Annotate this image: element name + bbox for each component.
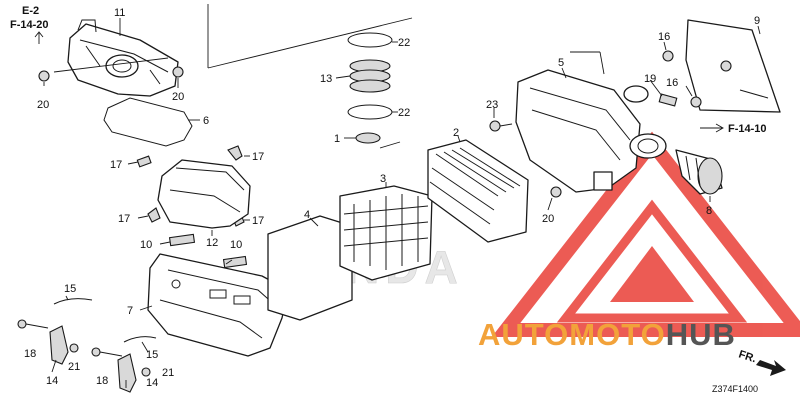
callout-20[interactable]: 20	[542, 213, 554, 225]
part-20-bolt-left[interactable]	[38, 66, 184, 82]
callout-20[interactable]: 20	[37, 99, 49, 111]
part-11-cover[interactable]	[67, 19, 179, 97]
callout-20[interactable]: 20	[172, 91, 184, 103]
callout-23[interactable]: 23	[486, 99, 498, 111]
part-14-clamp[interactable]	[49, 325, 69, 365]
part-9-bracket[interactable]	[685, 19, 781, 113]
callout-17[interactable]: 17	[252, 215, 264, 227]
callout-15[interactable]: 15	[64, 283, 76, 295]
callout-21[interactable]: 21	[68, 361, 80, 373]
callout-19[interactable]: 19	[644, 73, 656, 85]
callout-8[interactable]: 8	[706, 205, 712, 217]
part-17-clip[interactable]	[147, 207, 161, 223]
automotohub-logo-icon	[491, 131, 800, 337]
callout-10[interactable]: 10	[140, 239, 152, 251]
part-10-foam[interactable]	[168, 233, 196, 247]
callout-3[interactable]: 3	[380, 173, 386, 185]
callout-12[interactable]: 12	[206, 237, 218, 249]
part-21-nut[interactable]	[69, 343, 79, 353]
callout-9[interactable]: 9	[754, 15, 760, 27]
callout-22[interactable]: 22	[398, 37, 410, 49]
part-23-bolt[interactable]	[489, 120, 513, 132]
part-5-housing[interactable]	[515, 69, 667, 193]
callout-18[interactable]: 18	[96, 375, 108, 387]
part-4-prefilter[interactable]	[267, 215, 353, 321]
callout-14[interactable]: 14	[46, 375, 58, 387]
part-2-paper-element[interactable]	[427, 139, 529, 243]
part-21-nut[interactable]	[141, 367, 151, 377]
part-1-screen[interactable]	[355, 132, 381, 144]
callout-10[interactable]: 10	[230, 239, 242, 251]
callout-2[interactable]: 2	[453, 127, 459, 139]
callout-17[interactable]: 17	[118, 213, 130, 225]
ref-e2[interactable]: E-2	[22, 5, 39, 17]
callout-22[interactable]: 22	[398, 107, 410, 119]
callout-18[interactable]: 18	[24, 348, 36, 360]
callout-5[interactable]: 5	[558, 57, 564, 69]
part-12-case-upper[interactable]	[157, 159, 251, 229]
part-15-strap[interactable]	[53, 298, 93, 305]
callout-7[interactable]: 7	[127, 305, 133, 317]
part-14-clamp[interactable]	[117, 353, 137, 393]
diagram-code: Z374F1400	[712, 384, 758, 394]
callout-15[interactable]: 15	[146, 349, 158, 361]
automotohub-logo-text: AUTOMOTOHUB	[478, 317, 736, 352]
part-15-strap[interactable]	[123, 336, 157, 343]
ref-f1420[interactable]: F-14-20	[10, 19, 49, 31]
callout-17[interactable]: 17	[252, 151, 264, 163]
part-17-clip[interactable]	[136, 155, 152, 168]
callout-6[interactable]: 6	[203, 115, 209, 127]
callout-11[interactable]: 11	[114, 7, 125, 19]
part-16-bolt[interactable]	[690, 96, 702, 108]
callout-16[interactable]: 16	[658, 31, 670, 43]
ref-f1410[interactable]: F-14-10	[728, 123, 767, 135]
part-20-nut[interactable]	[550, 186, 562, 198]
part-10-foam[interactable]	[222, 255, 248, 269]
part-18-bolt[interactable]	[17, 319, 123, 357]
part-19-collar[interactable]	[658, 93, 678, 107]
callout-4[interactable]: 4	[304, 209, 310, 221]
front-direction-indicator: FR.	[737, 348, 786, 376]
callout-labels: 11 20 20 6 17 17 17 17 12 10 10 7 15 15 …	[24, 7, 760, 389]
part-13-intake-hose[interactable]	[349, 59, 391, 93]
part-17-clip[interactable]	[227, 145, 243, 161]
fr-label: FR.	[737, 348, 758, 365]
callout-17[interactable]: 17	[110, 159, 122, 171]
part-16-bolt[interactable]	[662, 50, 674, 62]
leader-lines	[43, 4, 761, 388]
callout-16[interactable]: 16	[666, 77, 678, 89]
part-3-filter-cage[interactable]	[339, 185, 433, 281]
direction-arrow-icon	[756, 360, 786, 376]
arrow-right-icon	[700, 123, 724, 133]
part-7-case-lower[interactable]	[147, 253, 289, 357]
callout-1[interactable]: 1	[334, 133, 340, 145]
part-8-intake-duct[interactable]	[675, 149, 723, 195]
part-6-gasket[interactable]	[103, 97, 193, 147]
callout-14[interactable]: 14	[146, 377, 158, 389]
arrow-up-icon	[34, 31, 44, 44]
callout-13[interactable]: 13	[320, 73, 332, 85]
callout-21[interactable]: 21	[162, 367, 174, 379]
